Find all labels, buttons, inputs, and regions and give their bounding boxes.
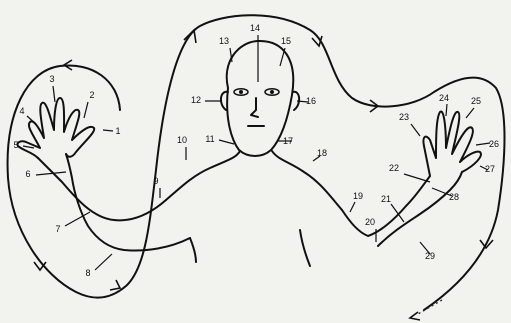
point-label-28: 28 — [449, 192, 459, 202]
point-label-20: 20 — [365, 217, 375, 227]
left-arm-outer — [38, 158, 166, 220]
left-torso — [190, 238, 196, 262]
point-label-19: 19 — [353, 191, 363, 201]
point-label-25: 25 — [471, 96, 481, 106]
left-arm-inner — [66, 154, 190, 251]
leader-line-24 — [446, 104, 447, 116]
leader-line-2 — [84, 102, 88, 118]
point-label-2: 2 — [89, 90, 94, 100]
flow-line — [8, 15, 505, 310]
human-figure-outline — [17, 41, 480, 266]
right-arm-outer — [342, 176, 430, 236]
point-label-15: 15 — [281, 36, 291, 46]
point-label-10: 10 — [177, 135, 187, 145]
arrow-head-7 — [110, 280, 120, 290]
point-label-1: 1 — [115, 126, 120, 136]
point-label-4: 4 — [19, 106, 24, 116]
leader-line-5 — [23, 146, 34, 148]
point-label-9: 9 — [153, 176, 158, 186]
leader-line-11 — [219, 140, 234, 144]
point-label-17: 17 — [283, 136, 293, 146]
right-torso — [300, 230, 310, 266]
left-neck-shoulder — [166, 151, 240, 200]
leader-line-26 — [476, 143, 490, 145]
point-label-29: 29 — [425, 251, 435, 261]
left-hand — [17, 98, 94, 158]
leader-line-6 — [36, 172, 66, 175]
right-neck-shoulder — [272, 151, 342, 210]
leader-line-1 — [103, 130, 113, 131]
leader-line-3 — [53, 86, 55, 102]
right-arm-inner — [378, 172, 462, 246]
point-label-8: 8 — [85, 268, 90, 278]
nose — [251, 98, 258, 117]
eyes — [234, 89, 279, 95]
direction-arrows — [34, 30, 493, 320]
point-label-6: 6 — [25, 169, 30, 179]
point-label-27: 27 — [485, 164, 495, 174]
point-label-3: 3 — [49, 74, 54, 84]
point-label-12: 12 — [191, 95, 201, 105]
leader-line-22 — [404, 174, 430, 182]
point-label-13: 13 — [219, 36, 229, 46]
point-label-23: 23 — [399, 112, 409, 122]
point-label-11: 11 — [205, 134, 214, 144]
point-label-26: 26 — [489, 139, 499, 149]
leader-line-25 — [466, 108, 474, 118]
point-label-14: 14 — [250, 23, 260, 33]
right-hand — [423, 111, 480, 176]
point-label-21: 21 — [381, 194, 391, 204]
leader-line-8 — [95, 254, 112, 270]
leader-line-23 — [411, 124, 420, 136]
point-label-24: 24 — [439, 93, 449, 103]
energy-flow-path — [8, 15, 505, 320]
point-label-7: 7 — [55, 224, 60, 234]
leader-line-19 — [350, 202, 355, 212]
point-label-16: 16 — [306, 96, 316, 106]
point-label-18: 18 — [317, 148, 327, 158]
point-label-5: 5 — [13, 140, 18, 150]
point-label-22: 22 — [389, 163, 399, 173]
